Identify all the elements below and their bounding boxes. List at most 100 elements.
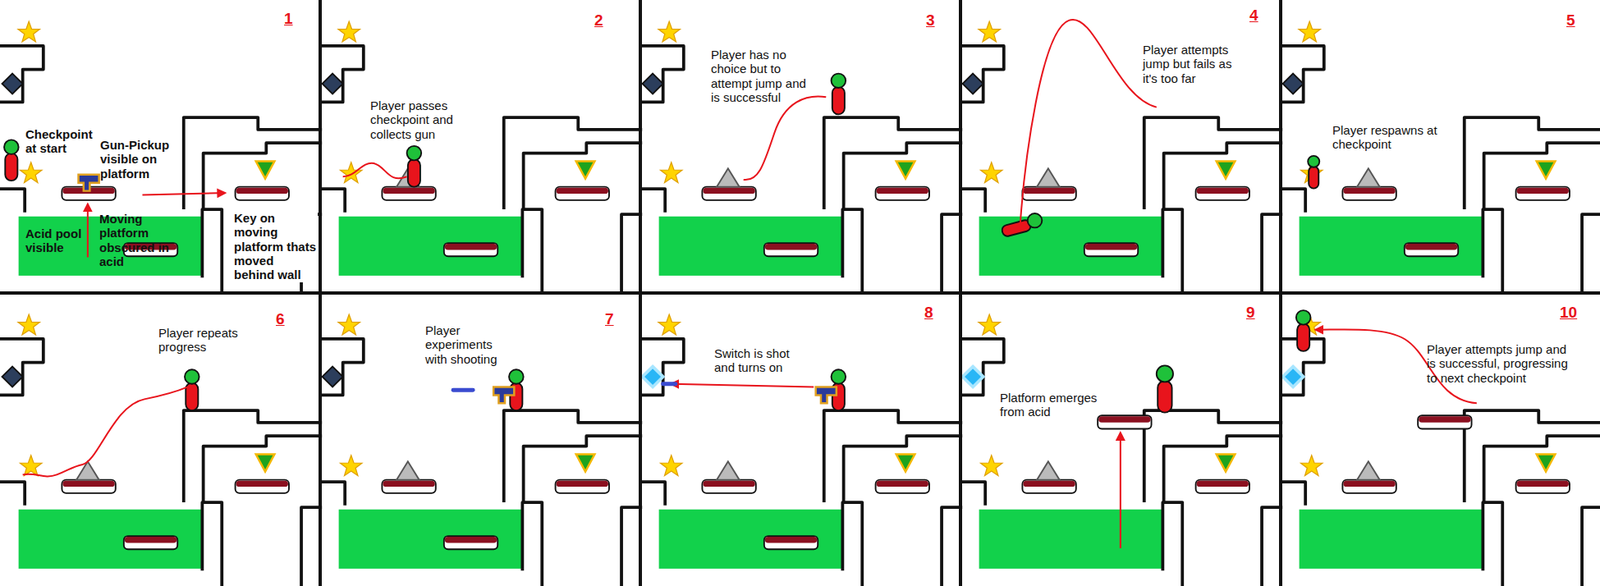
acid-pool — [339, 216, 522, 276]
annotation-note: Checkpoint at start — [25, 127, 101, 156]
platform — [875, 480, 930, 494]
level-wall — [640, 188, 665, 213]
level-wall — [1162, 502, 1183, 586]
platform — [444, 242, 498, 257]
bullet — [453, 388, 473, 393]
level-wall — [1482, 502, 1503, 586]
acid-pool — [979, 216, 1162, 276]
panel-number: 7 — [605, 310, 615, 329]
platform-top — [1418, 416, 1471, 422]
platform — [1342, 480, 1396, 494]
platform-top — [382, 481, 435, 487]
platform-top — [1085, 243, 1137, 250]
switch-diamond — [1283, 366, 1304, 388]
level-wall — [0, 481, 25, 506]
key-icon — [576, 454, 596, 473]
level-wall — [0, 188, 25, 213]
panel-number: 6 — [275, 310, 285, 329]
pickup-spawn — [396, 461, 420, 480]
player-head — [1027, 213, 1043, 228]
star-icon — [340, 162, 363, 184]
panel-number: 9 — [1246, 303, 1256, 322]
level-wall — [1464, 117, 1600, 210]
switch-diamond — [1283, 73, 1304, 95]
gun-icon — [78, 174, 100, 192]
key-icon — [896, 161, 916, 179]
level-wall — [1464, 410, 1600, 503]
trajectory-line — [743, 96, 827, 180]
platform-top — [1343, 481, 1395, 487]
star-icon — [1301, 455, 1323, 477]
level-wall — [522, 209, 542, 294]
player-head — [184, 369, 200, 384]
player-body — [1297, 323, 1310, 352]
annotation-note: Player has no choice but to attempt jump… — [710, 47, 812, 105]
story-panel — [640, 21, 963, 294]
annotation-note: Moving platform obscured in acid — [99, 211, 186, 269]
platform-top — [556, 481, 609, 487]
acid-pool — [18, 509, 202, 569]
platform-top — [444, 243, 497, 250]
trajectory-line — [1020, 19, 1157, 223]
annotation-note: Player repeats progress — [158, 325, 253, 355]
panel-number: 4 — [1249, 6, 1259, 25]
panel-number: 2 — [594, 11, 604, 30]
key-icon — [1216, 454, 1236, 473]
player-head — [1156, 365, 1174, 382]
level-wall — [0, 339, 44, 395]
star-icon — [660, 162, 683, 184]
panel-number: 5 — [1566, 11, 1576, 30]
player-body — [1308, 166, 1319, 189]
key-icon — [1536, 454, 1556, 473]
level-wall — [1280, 188, 1306, 213]
platform — [1404, 242, 1458, 257]
star-icon — [1298, 21, 1321, 42]
trajectory-line — [87, 204, 89, 258]
level-wall — [1164, 435, 1284, 503]
platform-top — [1022, 187, 1075, 194]
platform-top — [1517, 481, 1569, 487]
level-wall — [203, 142, 323, 210]
platform — [555, 480, 610, 494]
acid-pool — [979, 509, 1162, 569]
level-wall — [183, 117, 322, 210]
acid-pool — [1299, 216, 1482, 276]
panel-number: 3 — [926, 11, 936, 30]
platform-top — [1343, 187, 1395, 194]
story-panel — [0, 21, 322, 294]
annotation-note: Player attempts jump and is successful, … — [1426, 342, 1579, 386]
platform — [1342, 187, 1396, 201]
level-wall — [320, 481, 345, 506]
trajectory-line — [343, 163, 408, 179]
annotation-note: Gun-Pickup visible on platform — [100, 137, 179, 181]
platform — [764, 536, 818, 550]
pickup-spawn — [1357, 461, 1380, 480]
star-icon — [978, 21, 1000, 42]
story-panel — [960, 314, 1283, 586]
gun-icon — [493, 386, 514, 404]
story-panel — [0, 314, 322, 586]
star-icon — [658, 21, 680, 42]
level-wall — [960, 45, 1005, 102]
switch-diamond — [2, 73, 23, 95]
platform — [1084, 242, 1138, 257]
platform-top — [556, 187, 609, 194]
star-icon — [20, 162, 42, 184]
platform-top — [702, 187, 755, 194]
key-icon — [256, 454, 276, 473]
annotation-note: Player attempts jump but fails as it's t… — [1142, 42, 1248, 86]
panel-number: 8 — [924, 303, 934, 322]
key-icon — [1216, 161, 1236, 179]
annotation-note: Player passes checkpoint and collects gu… — [370, 98, 465, 142]
platform — [1417, 415, 1472, 429]
level-wall — [522, 502, 542, 586]
star-icon — [20, 455, 42, 477]
annotation-note: Platform emerges from acid — [999, 390, 1105, 420]
pickup-spawn — [716, 168, 740, 187]
panel-border — [0, 291, 1600, 295]
platform — [1516, 480, 1570, 494]
platform — [1196, 480, 1250, 494]
level-wall — [960, 481, 986, 506]
player-head — [4, 139, 19, 154]
platform — [381, 187, 436, 201]
